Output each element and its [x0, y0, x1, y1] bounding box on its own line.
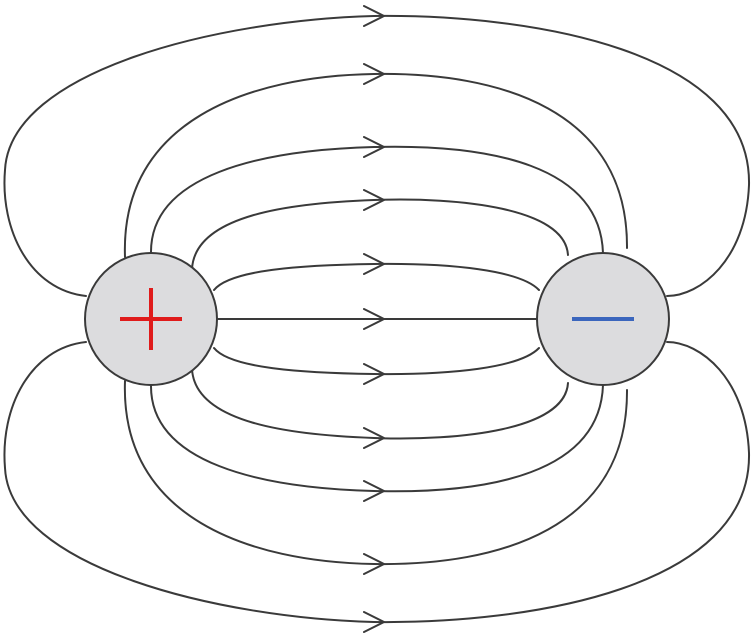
field-line-lower-3	[149, 384, 604, 493]
arrowhead-icon	[363, 136, 385, 158]
field-line-upper-3	[149, 145, 604, 254]
field-line-lower-5	[3, 341, 751, 624]
negative-charge	[536, 252, 670, 386]
arrowhead-icon	[363, 611, 385, 633]
field-line-lower-4	[123, 380, 629, 566]
field-line-upper-1	[213, 262, 540, 291]
charges	[84, 252, 670, 386]
arrowhead-icon	[363, 480, 385, 502]
arrowhead-icon	[363, 363, 385, 385]
arrowhead-icon	[363, 5, 385, 27]
field-lines	[3, 14, 751, 624]
field-line-lower-1	[213, 347, 540, 376]
arrowhead-icon	[363, 427, 385, 449]
field-line-lower-2	[191, 368, 569, 440]
arrowhead-icon	[363, 189, 385, 211]
field-line-upper-2	[191, 198, 569, 270]
arrowhead-icon	[363, 553, 385, 575]
field-line-upper-4	[123, 72, 629, 258]
field-line-upper-5	[3, 14, 751, 297]
positive-charge	[84, 252, 218, 386]
arrowhead-icon	[363, 253, 385, 275]
arrowhead-icon	[363, 308, 385, 330]
arrowhead-icon	[363, 63, 385, 85]
field-arrows	[363, 5, 385, 633]
plus-icon	[120, 288, 182, 350]
